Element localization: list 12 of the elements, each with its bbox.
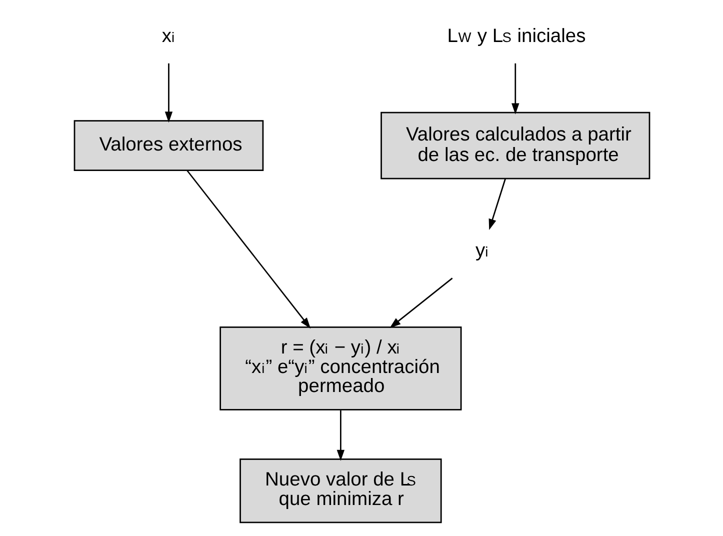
arrow — [389, 278, 452, 328]
arrow — [164, 63, 172, 123]
node-box: r = (xi − yi) / xi “xi” e“yi” concentración permeado — [219, 326, 462, 410]
arrow — [488, 178, 506, 230]
node-text: yi — [474, 240, 488, 262]
node-text: xi — [161, 26, 174, 47]
node-box: Valores calculados a partir de las ec. de transporte — [380, 112, 650, 180]
node-box: Valores externos — [73, 120, 264, 172]
arrow — [511, 63, 519, 114]
node-text: LW y LS iniciales — [446, 26, 586, 47]
arrow — [336, 410, 344, 461]
arrow — [186, 170, 310, 329]
